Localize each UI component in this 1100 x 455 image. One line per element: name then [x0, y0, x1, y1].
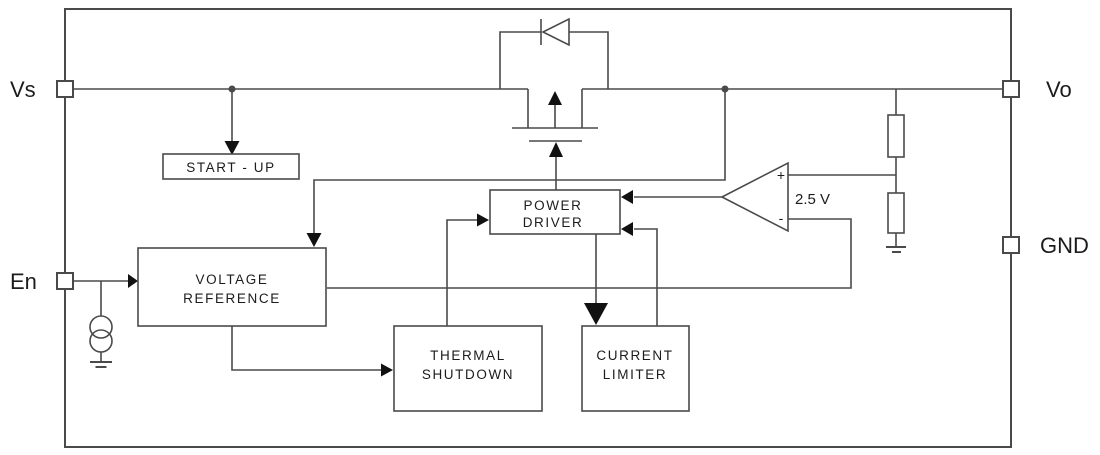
comparator-icon	[720, 161, 789, 233]
pin-label-gnd: GND	[1040, 233, 1089, 258]
resistor-r2-icon	[887, 192, 905, 234]
current-source-icon	[89, 315, 113, 353]
thermal-shutdown-label-line1: THERMAL	[430, 348, 506, 363]
comparator-minus-label: -	[779, 210, 784, 226]
arrowhead-into-limiter	[584, 303, 608, 325]
mosfet-body-arrowhead	[548, 91, 562, 105]
voltage-reference-label-line2: REFERENCE	[183, 291, 281, 306]
junction-dot-vs	[228, 85, 236, 93]
ground-icon-right	[886, 246, 906, 253]
power-driver-label-line1: POWER	[523, 198, 582, 213]
arrowhead-into-driver-right-lower	[621, 222, 633, 236]
startup-label: START - UP	[186, 160, 276, 175]
ground-icon-left	[90, 361, 112, 368]
ic-boundary	[64, 8, 1012, 448]
reference-voltage-label: 2.5 V	[795, 191, 830, 208]
arrowhead-into-startup	[224, 141, 240, 155]
voltage-reference-label-line1: VOLTAGE	[196, 272, 269, 287]
thermal-shutdown-label-line2: SHUTDOWN	[422, 367, 514, 382]
wire-diode-right	[569, 31, 609, 89]
wire-vo-feedback-to-reference	[313, 89, 726, 233]
comparator-plus-label: +	[777, 167, 785, 183]
pin-label-vs: Vs	[10, 77, 36, 102]
wire-reference-to-thermal	[231, 326, 383, 371]
pin-en	[56, 272, 74, 290]
pin-label-en: En	[10, 269, 37, 294]
arrowhead-into-driver-left	[477, 213, 489, 227]
block-thermal-shutdown: THERMAL SHUTDOWN	[393, 325, 543, 412]
wire-diode-left	[499, 31, 541, 89]
diode-icon	[541, 17, 570, 47]
resistor-r1-icon	[887, 114, 905, 158]
wire-limiter-to-driver	[634, 228, 658, 326]
wire-thermal-to-driver	[446, 219, 477, 326]
block-current-limiter: CURRENT LIMITER	[581, 325, 690, 412]
pin-vs	[56, 80, 74, 98]
arrowhead-into-driver-right-upper	[621, 190, 633, 204]
block-voltage-reference: VOLTAGE REFERENCE	[137, 247, 327, 327]
pin-vo	[1002, 80, 1020, 98]
current-limiter-label-line1: CURRENT	[596, 348, 673, 363]
power-driver-label-line2: DRIVER	[523, 215, 584, 230]
junction-dot-vo	[721, 85, 729, 93]
block-startup: START - UP	[162, 153, 300, 180]
arrowhead-into-thermal	[381, 363, 393, 377]
current-limiter-label-line2: LIMITER	[603, 367, 667, 382]
arrowhead-into-reference-left	[128, 274, 138, 288]
block-power-driver: POWER DRIVER	[489, 189, 621, 235]
wire-reference-to-comparator-minus	[327, 218, 852, 289]
arrowhead-into-reference-top	[306, 233, 322, 247]
arrowhead-into-gate	[549, 142, 563, 157]
pin-gnd	[1002, 236, 1020, 254]
pin-label-vo: Vo	[1046, 77, 1072, 102]
